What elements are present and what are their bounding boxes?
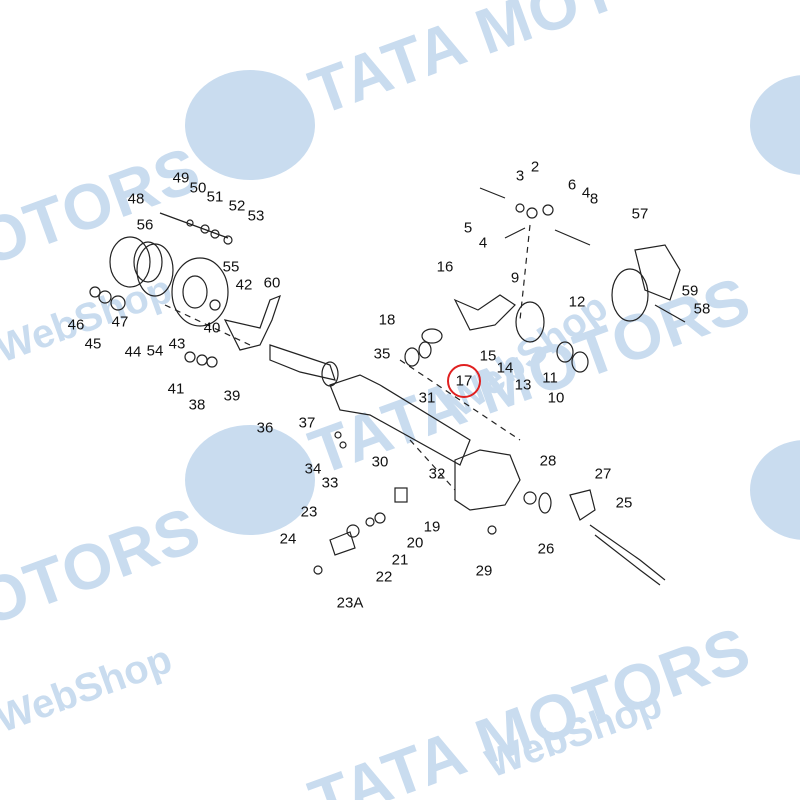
callout-part-8[interactable]: 8: [589, 190, 599, 208]
callout-part-9[interactable]: 9: [510, 269, 520, 287]
callout-part-32[interactable]: 32: [428, 465, 446, 483]
callout-part-54[interactable]: 54: [146, 342, 164, 360]
callout-part-51[interactable]: 51: [206, 188, 224, 206]
callout-part-29[interactable]: 29: [475, 562, 493, 580]
callout-part-13[interactable]: 13: [514, 376, 532, 394]
callout-part-19[interactable]: 19: [423, 518, 441, 536]
callout-part-33[interactable]: 33: [321, 474, 339, 492]
callout-part-6[interactable]: 6: [567, 176, 577, 194]
callout-part-4[interactable]: 4: [581, 184, 591, 202]
callout-part-43[interactable]: 43: [168, 335, 186, 353]
callout-part-55[interactable]: 55: [222, 258, 240, 276]
callout-part-10[interactable]: 10: [547, 389, 565, 407]
callout-part-46[interactable]: 46: [67, 316, 85, 334]
tata-logo-watermark: [185, 425, 315, 535]
callout-part-35[interactable]: 35: [373, 345, 391, 363]
callout-part-16[interactable]: 16: [436, 258, 454, 276]
callout-part-3[interactable]: 3: [515, 167, 525, 185]
callout-part-40[interactable]: 40: [203, 319, 221, 337]
callout-part-15[interactable]: 15: [479, 347, 497, 365]
callout-part-21[interactable]: 21: [391, 551, 409, 569]
callout-part-47[interactable]: 47: [111, 313, 129, 331]
callout-part-48[interactable]: 48: [127, 190, 145, 208]
callout-part-52[interactable]: 52: [228, 197, 246, 215]
callout-part-12[interactable]: 12: [568, 293, 586, 311]
callout-part-5[interactable]: 5: [463, 219, 473, 237]
callout-part-59[interactable]: 59: [681, 282, 699, 300]
callout-part-37[interactable]: 37: [298, 414, 316, 432]
callout-part-38[interactable]: 38: [188, 396, 206, 414]
callout-part-20[interactable]: 20: [406, 534, 424, 552]
callout-part-25[interactable]: 25: [615, 494, 633, 512]
callout-part-60[interactable]: 60: [263, 274, 281, 292]
callout-part-57[interactable]: 57: [631, 205, 649, 223]
highlight-ring-part-17: [447, 364, 481, 398]
callout-part-26[interactable]: 26: [537, 540, 555, 558]
callout-part-27[interactable]: 27: [594, 465, 612, 483]
callout-part-30[interactable]: 30: [371, 453, 389, 471]
callout-part-22[interactable]: 22: [375, 568, 393, 586]
callout-part-56[interactable]: 56: [136, 216, 154, 234]
callout-part-49[interactable]: 49: [172, 169, 190, 187]
callout-part-53[interactable]: 53: [247, 207, 265, 225]
callout-part-39[interactable]: 39: [223, 387, 241, 405]
callout-part-42[interactable]: 42: [235, 276, 253, 294]
callout-part-45[interactable]: 45: [84, 335, 102, 353]
callout-part-11[interactable]: 11: [542, 369, 558, 387]
callout-part-17[interactable]: 17: [455, 372, 473, 390]
callout-part-41[interactable]: 41: [167, 380, 185, 398]
callout-part-2[interactable]: 2: [530, 158, 540, 176]
callout-part-14[interactable]: 14: [496, 359, 514, 377]
callout-part-4[interactable]: 4: [478, 234, 488, 252]
callout-part-18[interactable]: 18: [378, 311, 396, 329]
callout-part-44[interactable]: 44: [124, 343, 142, 361]
tata-logo-watermark: [185, 70, 315, 180]
callout-part-23[interactable]: 23: [300, 503, 318, 521]
callout-part-23A[interactable]: 23A: [336, 594, 364, 612]
callout-part-50[interactable]: 50: [189, 179, 207, 197]
callout-part-58[interactable]: 58: [693, 300, 711, 318]
callout-part-31[interactable]: 31: [418, 389, 436, 407]
callout-part-36[interactable]: 36: [256, 419, 274, 437]
callout-part-28[interactable]: 28: [539, 452, 557, 470]
callout-part-34[interactable]: 34: [304, 460, 322, 478]
callout-part-24[interactable]: 24: [279, 530, 297, 548]
